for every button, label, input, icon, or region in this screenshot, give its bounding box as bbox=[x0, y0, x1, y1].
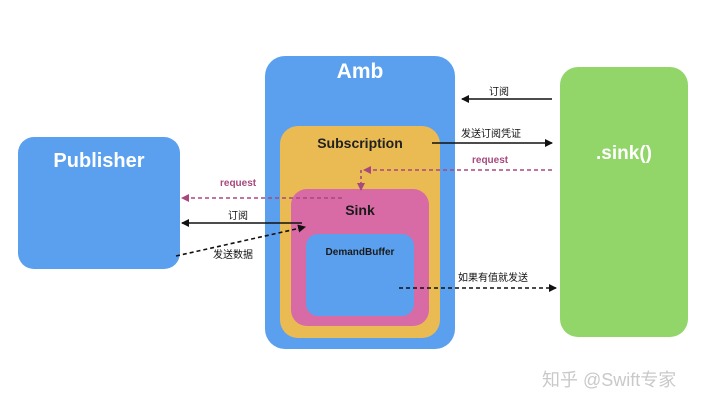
label-send-credential: 发送订阅凭证 bbox=[461, 129, 521, 140]
watermark: 知乎 @Swift专家 bbox=[542, 370, 677, 390]
label-request-right: request bbox=[472, 155, 509, 166]
sink-function-box: .sink() bbox=[560, 67, 688, 337]
subscription-title: Subscription bbox=[317, 135, 403, 151]
label-request-left: request bbox=[220, 178, 257, 189]
label-send-data: 发送数据 bbox=[213, 250, 253, 261]
label-send-if-value: 如果有值就发送 bbox=[458, 273, 528, 284]
arrow-send-data bbox=[175, 224, 306, 257]
sink-function-title: .sink() bbox=[596, 143, 652, 164]
sink-inner-title: Sink bbox=[345, 202, 375, 218]
label-subscribe-top: 订阅 bbox=[489, 87, 509, 98]
publisher-box: Publisher bbox=[18, 137, 180, 269]
label-subscribe-left: 订阅 bbox=[228, 211, 248, 222]
publisher-title: Publisher bbox=[53, 150, 145, 172]
demand-buffer-box: DemandBuffer bbox=[306, 234, 414, 316]
demand-buffer-title: DemandBuffer bbox=[325, 247, 395, 258]
amb-title: Amb bbox=[336, 60, 384, 83]
